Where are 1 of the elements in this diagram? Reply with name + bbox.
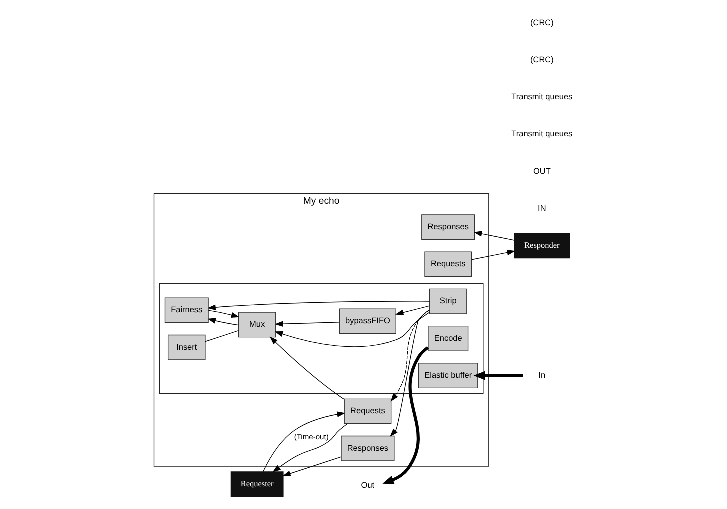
edge-label: (Time-out) [294,432,329,442]
